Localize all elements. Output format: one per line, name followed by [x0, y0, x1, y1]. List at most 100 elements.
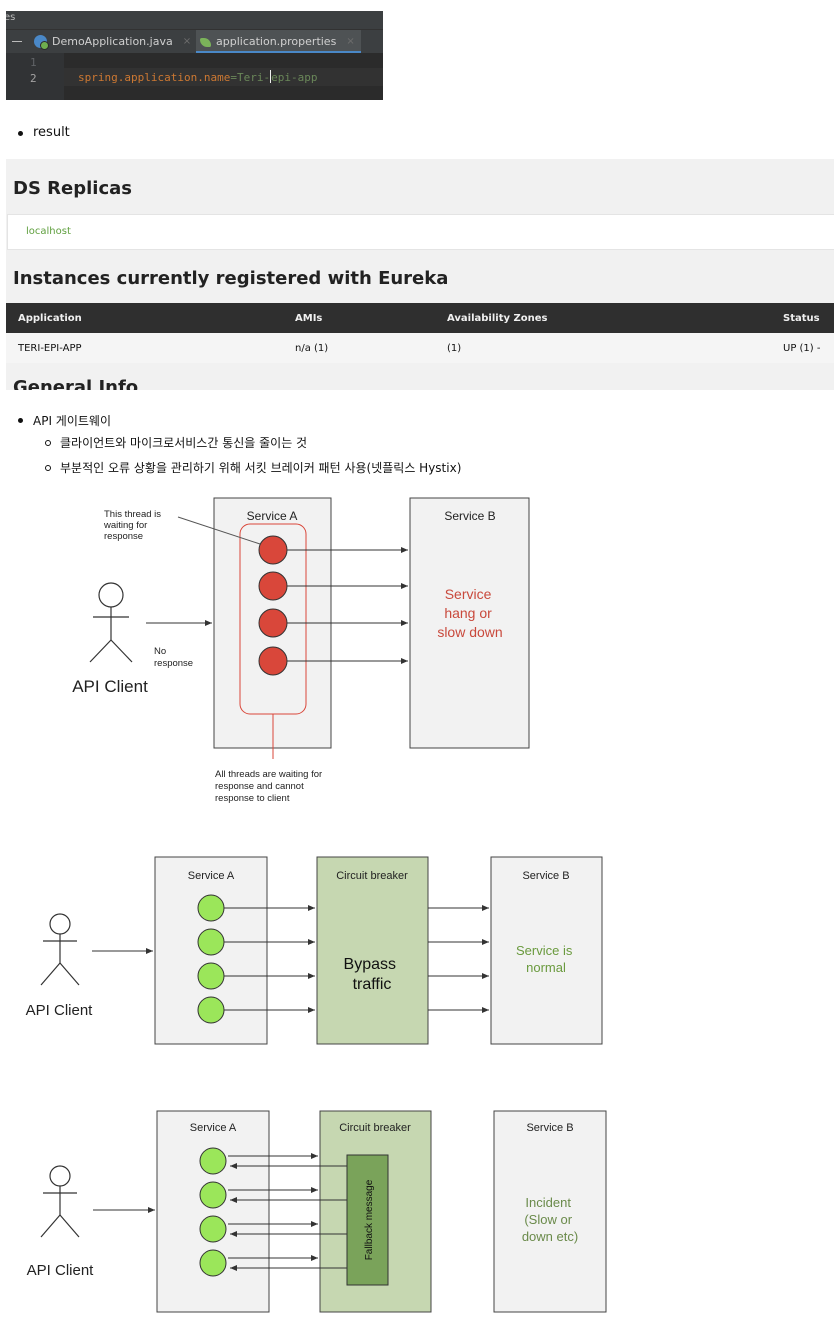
- replica-link[interactable]: localhost: [26, 226, 71, 237]
- thread-circle: [259, 536, 287, 564]
- no-response-note: No response: [154, 646, 193, 669]
- thread-circle: [198, 929, 224, 955]
- thread-circle: [200, 1182, 226, 1208]
- table-cell: n/a (1): [295, 343, 328, 354]
- column-header: Application: [18, 313, 82, 324]
- thread-note-line: waiting for: [103, 520, 147, 531]
- service-a-label: Service A: [188, 870, 235, 882]
- close-icon[interactable]: ×: [346, 36, 354, 47]
- ds-replicas-heading: DS Replicas: [13, 178, 132, 199]
- tab-label: application.properties: [216, 35, 336, 48]
- service-b-status: Incident (Slow or down etc): [522, 1195, 578, 1244]
- status-line: down etc): [522, 1229, 578, 1244]
- instances-heading: Instances currently registered with Eure…: [13, 268, 448, 289]
- list-item-text: 부분적인 오류 상황을 관리하기 위해 서킷 브레이커 패턴 사용(넷플릭스 H…: [60, 459, 461, 476]
- line-number: 1: [30, 56, 37, 69]
- tab-demo-application[interactable]: DemoApplication.java ×: [34, 30, 191, 53]
- table-cell: (1): [447, 343, 461, 354]
- bypass-line: Bypass: [344, 956, 396, 973]
- service-b-label: Service B: [522, 870, 569, 882]
- replica-panel: localhost: [7, 214, 834, 250]
- status-line: hang or: [444, 605, 492, 621]
- circuit-breaker-label: Circuit breaker: [339, 1122, 411, 1134]
- threads-note: All threads are waiting for response and…: [215, 769, 325, 804]
- diagram-service-hang: Service A Service B This thread is waiti…: [0, 488, 834, 818]
- column-header: Status: [783, 313, 820, 324]
- diagram-bypass-traffic: Service A Circuit breaker Service B Bypa…: [0, 850, 834, 1050]
- column-header: AMIs: [295, 313, 322, 324]
- api-client-label: API Client: [72, 677, 148, 696]
- diagram-svg: Service A Service B This thread is waiti…: [0, 488, 834, 818]
- tab-label: DemoApplication.java: [52, 35, 173, 48]
- api-client-actor-icon: [90, 583, 132, 662]
- circuit-breaker-label: Circuit breaker: [336, 870, 408, 882]
- thread-note-line: response: [104, 531, 143, 542]
- circuit-breaker-box: [317, 857, 428, 1044]
- bullet-icon: [45, 440, 51, 446]
- list-item-text: result: [33, 125, 70, 140]
- service-b-label: Service B: [444, 509, 495, 523]
- column-header: Availability Zones: [447, 313, 547, 324]
- thread-circle: [198, 895, 224, 921]
- breadcrumb: es: [6, 12, 15, 24]
- bullet-icon: [45, 465, 51, 471]
- java-class-icon: [34, 35, 47, 48]
- table-cell: TERI-EPI-APP: [18, 343, 82, 354]
- api-client-label: API Client: [27, 1262, 95, 1279]
- thread-circle: [200, 1250, 226, 1276]
- note-line: response: [154, 658, 193, 669]
- close-icon[interactable]: ×: [183, 36, 191, 47]
- thread-circle: [198, 997, 224, 1023]
- thread-circle: [200, 1148, 226, 1174]
- service-a-label: Service A: [190, 1122, 237, 1134]
- ide-breadcrumb-bar: es: [6, 11, 383, 29]
- service-a-label: Service A: [247, 509, 298, 523]
- service-a-box: [157, 1111, 269, 1312]
- table-row: TERI-EPI-APP n/a (1) (1) UP (1) -: [6, 333, 834, 363]
- bypass-line: traffic: [353, 976, 392, 993]
- thread-circle: [259, 572, 287, 600]
- service-b-status: Service hang or slow down: [437, 586, 502, 640]
- code-line[interactable]: spring.application.name=Teri-epi-app: [78, 70, 317, 84]
- note-line: response to client: [215, 793, 290, 804]
- bullet-icon: [18, 131, 23, 136]
- api-client-label: API Client: [26, 1002, 94, 1019]
- note-line: response and cannot: [215, 781, 304, 792]
- service-b-label: Service B: [526, 1122, 573, 1134]
- table-cell: UP (1) -: [783, 343, 820, 354]
- table-header: Application AMIs Availability Zones Stat…: [6, 303, 834, 333]
- editor-tab-bar: DemoApplication.java × application.prope…: [6, 29, 383, 53]
- note-line: No: [154, 646, 166, 657]
- bullet-icon: [18, 418, 23, 423]
- api-client-actor-icon: [41, 914, 79, 985]
- thread-circle: [198, 963, 224, 989]
- status-line: Service is: [516, 943, 573, 958]
- line-number: 2: [30, 72, 37, 85]
- list-item-text: 클라이언트와 마이크로서비스간 통신을 줄이는 것: [60, 434, 307, 451]
- diagram-svg: Service A Circuit breaker Service B Fall…: [0, 1104, 834, 1319]
- collapse-icon[interactable]: [12, 41, 22, 42]
- equals-sign: =: [230, 71, 237, 84]
- status-line: Incident: [525, 1195, 571, 1210]
- status-line: Service: [445, 586, 492, 602]
- ide-editor-screenshot: es DemoApplication.java × application.pr…: [6, 11, 383, 100]
- fallback-label: Fallback message: [364, 1179, 375, 1260]
- general-info-heading: General Info: [13, 377, 138, 390]
- property-value-part: epi-app: [271, 71, 317, 84]
- service-b-box: [410, 498, 529, 748]
- note-line: All threads are waiting for: [215, 769, 322, 780]
- code-editor[interactable]: 1 2 spring.application.name=Teri-epi-app: [6, 53, 383, 100]
- thread-circle: [259, 647, 287, 675]
- eureka-dashboard-screenshot: DS Replicas localhost Instances currentl…: [6, 159, 834, 390]
- property-value-part: Teri-: [237, 71, 270, 84]
- properties-file-icon: [200, 38, 211, 47]
- line-number-gutter: 1 2: [6, 53, 64, 100]
- diagram-svg: Service A Circuit breaker Service B Bypa…: [0, 850, 834, 1050]
- thread-note-line: This thread is: [104, 509, 161, 520]
- diagram-fallback: Service A Circuit breaker Service B Fall…: [0, 1104, 834, 1319]
- thread-note: This thread is waiting for response: [103, 509, 164, 542]
- thread-circle: [200, 1216, 226, 1242]
- thread-circle: [259, 609, 287, 637]
- tab-application-properties[interactable]: application.properties ×: [196, 30, 361, 53]
- status-line: (Slow or: [524, 1212, 572, 1227]
